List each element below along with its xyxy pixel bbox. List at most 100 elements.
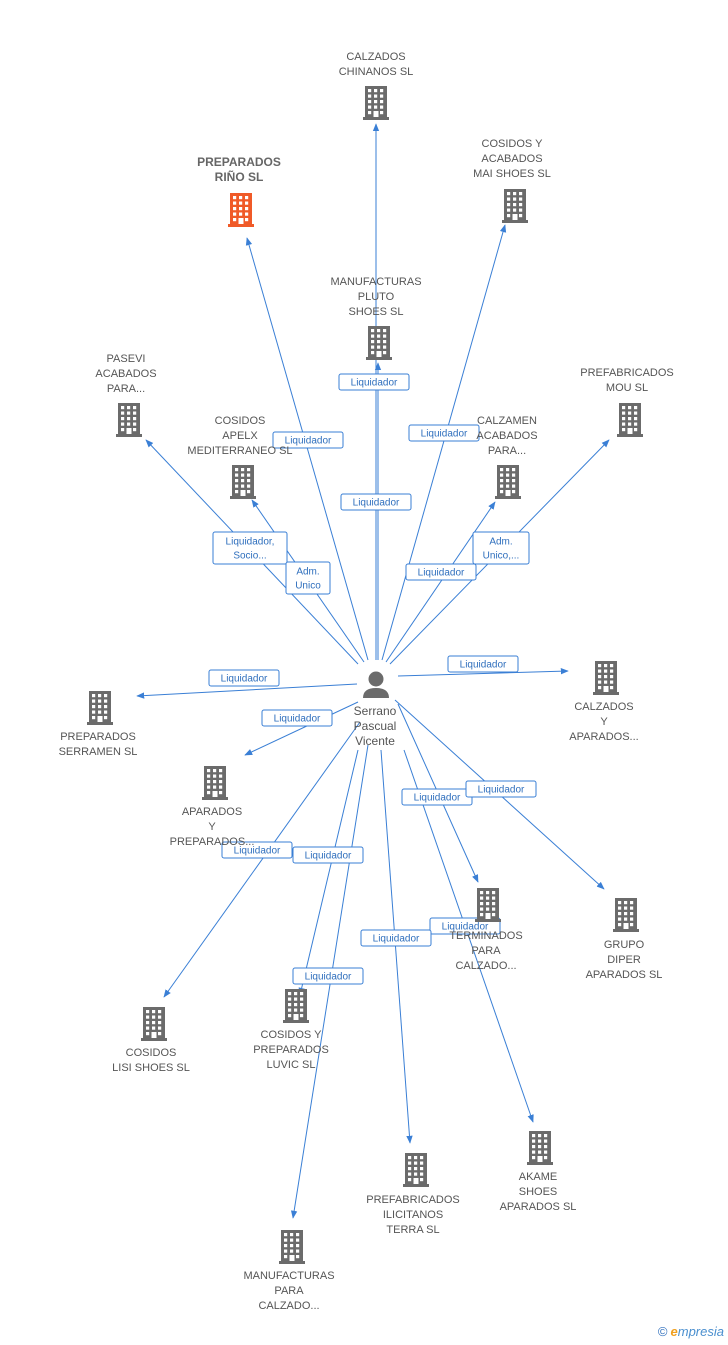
company-name-line: COSIDOS Y bbox=[261, 1029, 323, 1041]
edge-label-prefabricados-mou[interactable]: Adm.Unico,... bbox=[472, 531, 530, 565]
edge-label-prefabricados-ilicitanos[interactable]: Liquidador bbox=[360, 929, 432, 947]
building-icon bbox=[593, 661, 619, 695]
company-name-line: RIÑO SL bbox=[215, 169, 264, 184]
building-icon bbox=[87, 691, 113, 725]
edge-label-cosidos-mai[interactable]: Liquidador bbox=[408, 424, 480, 442]
edge-label-text: Liquidador bbox=[285, 436, 332, 447]
edge-label-manufacturas-calzado[interactable]: Liquidador bbox=[292, 967, 364, 985]
edge-label-preparados-serramen[interactable]: Liquidador bbox=[208, 669, 280, 687]
empresia-watermark: ©empresia bbox=[658, 1324, 724, 1339]
brand-name: mpresia bbox=[677, 1324, 724, 1339]
company-node-calzados-chinanos[interactable]: CALZADOS CHINANOS SL bbox=[339, 51, 414, 120]
edge-label-text: Adm. bbox=[296, 567, 319, 578]
company-name-line: MOU SL bbox=[606, 382, 648, 394]
edge-label-calzados-chinanos[interactable]: Liquidador bbox=[338, 373, 410, 391]
company-name-line: APARADOS bbox=[182, 806, 242, 818]
edge-label-box bbox=[292, 967, 364, 985]
edge-label-text: Adm. bbox=[489, 537, 512, 548]
company-name-line: PARA bbox=[274, 1285, 304, 1297]
company-name-line: COSIDOS Y bbox=[482, 138, 544, 150]
building-icon bbox=[202, 766, 228, 800]
company-node-pasevi[interactable]: PASEVIACABADOSPARA... bbox=[95, 353, 157, 437]
company-name-line: PREFABRICADOS bbox=[366, 1194, 460, 1206]
edge-label-box bbox=[447, 655, 519, 673]
company-name-line: APELX bbox=[222, 430, 258, 442]
center-person-node[interactable]: Serrano Pascual Vicente bbox=[354, 671, 397, 749]
company-name-line: DIPER bbox=[607, 954, 641, 966]
edge-label-pasevi[interactable]: Liquidador,Socio... bbox=[212, 531, 288, 565]
edge-labels-layer: LiquidadorLiquidadorLiquidadorLiquidador… bbox=[208, 373, 537, 985]
edge-label-cosidos-apelx[interactable]: Adm.Unico bbox=[285, 561, 331, 595]
company-name-line: AKAME bbox=[519, 1171, 558, 1183]
edge-label-preparados-rino[interactable]: Liquidador bbox=[272, 431, 344, 449]
edge-label-cosidos-luvic[interactable]: Liquidador bbox=[292, 846, 364, 864]
edge-label-box bbox=[405, 563, 477, 581]
edge-label-box bbox=[338, 373, 410, 391]
edge-label-calzados-aparados[interactable]: Liquidador bbox=[447, 655, 519, 673]
company-name-line: ACABADOS bbox=[95, 368, 156, 380]
building-icon bbox=[279, 1230, 305, 1264]
company-node-calzados-aparados[interactable]: CALZADOSYAPARADOS... bbox=[569, 661, 639, 743]
company-name-line: PARA... bbox=[107, 383, 145, 395]
edge-label-text: Liquidador bbox=[442, 922, 489, 933]
edge-label-text: Liquidador bbox=[478, 785, 525, 796]
company-name-line: CHINANOS SL bbox=[339, 66, 414, 78]
edge-label-aparados-preparados[interactable]: Liquidador bbox=[261, 709, 333, 727]
edge-label-cosidos-lisi[interactable]: Liquidador bbox=[221, 841, 293, 859]
company-node-aparados-preparados[interactable]: APARADOSYPREPARADOS... bbox=[170, 766, 255, 848]
nodes-layer: CALZADOS CHINANOS SL COSIDOS YACABADOSMAI … bbox=[59, 51, 674, 1312]
edge-label-box bbox=[408, 424, 480, 442]
person-name-line-1: Serrano bbox=[354, 704, 397, 718]
company-name-line: APARADOS SL bbox=[586, 969, 663, 981]
company-name-line: GRUPO bbox=[604, 939, 645, 951]
company-name-line: ACABADOS bbox=[476, 430, 537, 442]
edge-label-text: Liquidador bbox=[351, 378, 398, 389]
company-name-line: CALZADOS bbox=[574, 701, 633, 713]
person-name-line-3: Vicente bbox=[355, 734, 395, 748]
edge-calzamen bbox=[385, 501, 496, 663]
company-name-line: MEDITERRANEO SL bbox=[187, 445, 292, 457]
edge-cosidos-lisi bbox=[163, 721, 361, 998]
edge-label-manufacturas-pluto[interactable]: Liquidador bbox=[340, 493, 412, 511]
edge-label-grupo-diper[interactable]: Liquidador bbox=[465, 780, 537, 798]
brand-initial: e bbox=[670, 1324, 678, 1339]
edge-label-terminados[interactable]: Liquidador bbox=[401, 788, 473, 806]
company-node-terminados[interactable]: TERMINADOSPARACALZADO... bbox=[449, 888, 523, 972]
building-icon bbox=[283, 989, 309, 1023]
edge-label-box bbox=[340, 493, 412, 511]
edge-cosidos-mai bbox=[381, 224, 507, 661]
company-node-calzamen[interactable]: CALZAMENACABADOSPARA... bbox=[476, 415, 538, 499]
company-name-line: CALZADO... bbox=[258, 1300, 319, 1312]
edge-label-text: Liquidador, bbox=[226, 537, 275, 548]
company-name-line: CALZADOS bbox=[346, 51, 405, 63]
building-icon bbox=[116, 403, 142, 437]
edge-label-text: Liquidador bbox=[414, 793, 461, 804]
edge-label-text: Liquidador bbox=[305, 972, 352, 983]
edge-label-calzamen[interactable]: Liquidador bbox=[405, 563, 477, 581]
person-icon bbox=[363, 671, 389, 698]
company-node-grupo-diper[interactable]: GRUPO DIPER APARADOS SL bbox=[586, 898, 663, 981]
building-icon bbox=[495, 465, 521, 499]
edges-layer bbox=[136, 123, 610, 1219]
company-name-line: PREPARADOS... bbox=[170, 836, 255, 848]
edge-label-text: Liquidador bbox=[274, 714, 321, 725]
edge-label-text: Liquidador bbox=[353, 498, 400, 509]
edge-label-text: Liquidador bbox=[418, 568, 465, 579]
edge-preparados-serramen bbox=[136, 683, 358, 699]
company-node-manufacturas-calzado[interactable]: MANUFACTURASPARACALZADO... bbox=[243, 1230, 335, 1312]
company-name-line: SHOES SL bbox=[348, 306, 403, 318]
company-name-line: TERRA SL bbox=[386, 1224, 439, 1236]
person-name-line-2: Pascual bbox=[354, 719, 397, 733]
building-icon bbox=[366, 326, 392, 360]
